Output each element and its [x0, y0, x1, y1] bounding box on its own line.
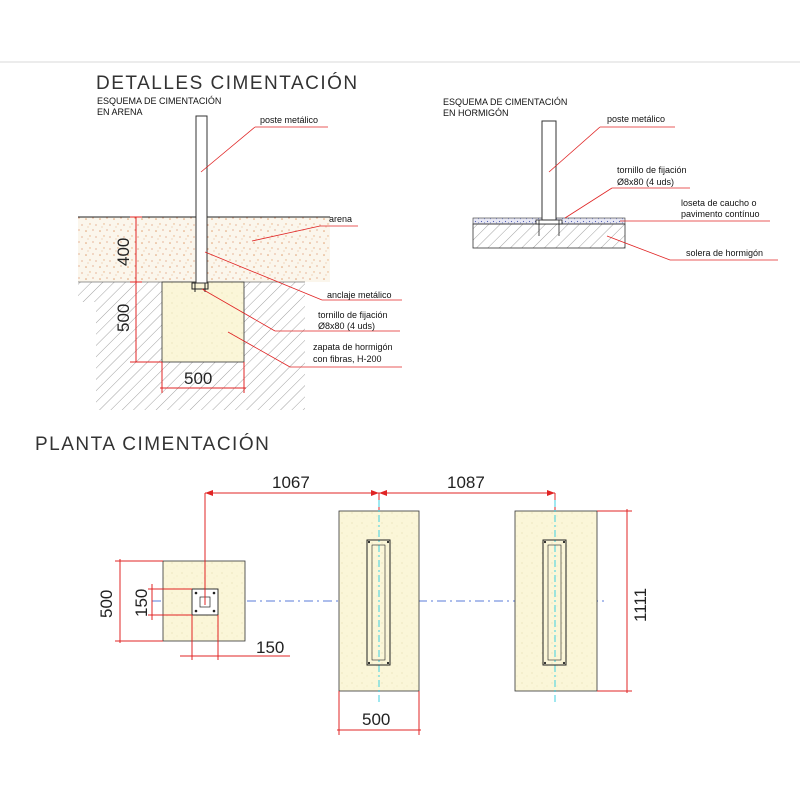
arena-foundation-detail: ESQUEMA DE CIMENTACIÓN EN ARENA 400 500 …: [78, 96, 402, 410]
label-arena: arena: [329, 214, 352, 224]
label-loseta-2: pavimento contínuo: [681, 209, 760, 219]
label-tornillo-arena-2: Ø8x80 (4 uds): [318, 321, 375, 331]
concrete-footing: [161, 281, 245, 363]
label-anclaje: anclaje metálico: [327, 290, 392, 300]
label-solera: solera de hormigón: [686, 248, 763, 258]
plan-large-footing-2: [514, 510, 598, 692]
label-loseta-1: loseta de caucho o: [681, 198, 757, 208]
metal-post-hormigon: [541, 120, 557, 221]
arena-caption-line1: ESQUEMA DE CIMENTACIÓN: [97, 96, 221, 106]
label-poste-hormigon: poste metálico: [607, 114, 665, 124]
dim-zapata-width: 500: [184, 369, 212, 388]
arena-caption-line2: EN ARENA: [97, 107, 143, 117]
dim-arena-depth: 400: [114, 238, 133, 266]
concrete-slab: [472, 223, 626, 249]
ground-hatch: [78, 282, 305, 410]
plan-post-slot-2: [542, 539, 567, 666]
hormigon-caption-line2: EN HORMIGÓN: [443, 108, 509, 118]
label-poste-arena: poste metálico: [260, 115, 318, 125]
label-tornillo-hormigon-2: Ø8x80 (4 uds): [617, 177, 674, 187]
hormigon-caption-line1: ESQUEMA DE CIMENTACIÓN: [443, 97, 567, 107]
plan-post-slot-1: [366, 539, 391, 666]
dim-plate-height: 150: [132, 589, 151, 617]
hormigon-foundation-detail: ESQUEMA DE CIMENTACIÓN EN HORMIGÓN poste…: [443, 97, 778, 261]
dim-spacing-1: 1067: [272, 473, 310, 492]
dim-zapata-depth: 500: [114, 304, 133, 332]
dim-large-width: 500: [362, 710, 390, 729]
detalles-title: DETALLES CIMENTACIÓN: [96, 72, 359, 94]
dim-small-height: 500: [97, 590, 116, 618]
label-tornillo-hormigon-1: tornillo de fijación: [617, 165, 687, 175]
dim-plate-width: 150: [256, 638, 284, 657]
label-zapata-1: zapata de hormigón: [313, 342, 393, 352]
planta-title: PLANTA CIMENTACIÓN: [35, 433, 270, 455]
label-tornillo-arena-1: tornillo de fijación: [318, 310, 388, 320]
label-zapata-2: con fibras, H-200: [313, 354, 382, 364]
dim-large-height: 1111: [631, 588, 650, 622]
base-plate: [535, 219, 563, 225]
foundation-plan: 500 150 150 1067 1087 500: [97, 473, 650, 735]
dim-spacing-2: 1087: [447, 473, 485, 492]
metal-post: [195, 115, 208, 284]
